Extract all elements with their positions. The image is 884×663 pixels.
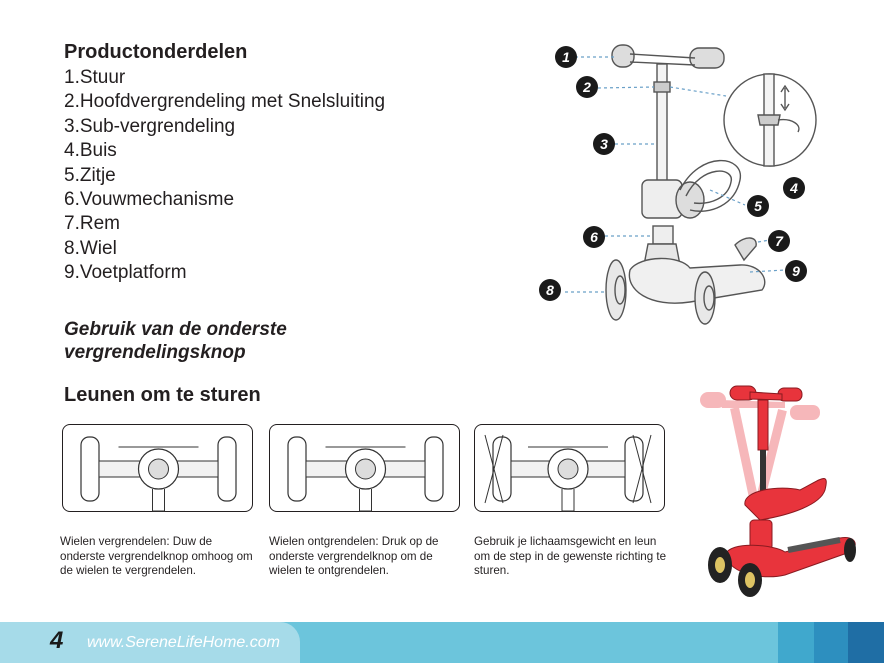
callout-number: 4	[789, 180, 798, 196]
website-url[interactable]: www.SereneLifeHome.com	[87, 634, 280, 651]
callout-number: 7	[775, 233, 784, 249]
callout-number: 1	[562, 49, 570, 65]
scooter-photo	[700, 385, 856, 597]
callout-number: 3	[600, 136, 608, 152]
steer-section-title: Leunen om te sturen	[64, 384, 261, 406]
lean-steer-illustration	[484, 434, 652, 512]
part-item: 4.Buis	[64, 140, 117, 162]
callout-badge-5	[747, 195, 769, 217]
callout-badge-9	[785, 260, 807, 282]
wheel-lock-illustration	[80, 436, 237, 512]
callout-number: 6	[590, 229, 598, 245]
parts-list: 1.Stuur 2.Hoofdvergrendeling met Snelslu…	[64, 66, 385, 286]
wheel-unlock-panel	[269, 424, 460, 512]
part-item: 1.Stuur	[64, 67, 126, 88]
callout-badges: 12 3 4 5 6 7 8 9	[539, 46, 807, 301]
callout-badge-3	[593, 133, 615, 155]
callout-number: 2	[582, 79, 591, 95]
lock-section-title: Gebruik van de onderste vergrendelingskn…	[64, 319, 287, 363]
wheel-lock-panel	[62, 424, 253, 512]
part-item: 5.Zitje	[64, 164, 116, 186]
callout-badge-2	[576, 76, 598, 98]
callout-number: 9	[792, 263, 800, 279]
part-item: 8.Wiel	[64, 237, 117, 259]
parts-title: Productonderdelen	[64, 41, 248, 63]
callout-badge-1	[555, 46, 577, 68]
wheel-unlock-caption: Wielen ontgrendelen: Druk op de onderste…	[269, 535, 439, 578]
callout-badge-6	[583, 226, 605, 248]
callout-badge-7	[768, 230, 790, 252]
lean-steer-panel	[474, 424, 665, 512]
callout-badge-8	[539, 279, 561, 301]
page-number: 4	[50, 627, 64, 654]
callout-number: 5	[754, 198, 762, 214]
callout-badge-4	[783, 177, 805, 199]
footer-bar	[0, 622, 884, 663]
callout-number: 8	[546, 282, 554, 298]
part-item: 6.Vouwmechanisme	[64, 189, 235, 211]
wheel-unlock-illustration	[287, 436, 444, 512]
scooter-parts-diagram	[565, 44, 817, 325]
part-item: 9.Voetplatform	[64, 262, 187, 284]
footer-tab	[0, 622, 300, 663]
wheel-lock-caption: Wielen vergrendelen: Duw de onderste ver…	[60, 535, 253, 578]
part-item: 2.Hoofdvergrendeling met Snelsluiting	[64, 91, 386, 113]
lean-steer-caption: Gebruik je lichaamsgewicht en leun om de…	[474, 535, 667, 578]
part-item: 3.Sub-vergrendeling	[64, 115, 236, 137]
part-item: 7.Rem	[64, 213, 120, 235]
